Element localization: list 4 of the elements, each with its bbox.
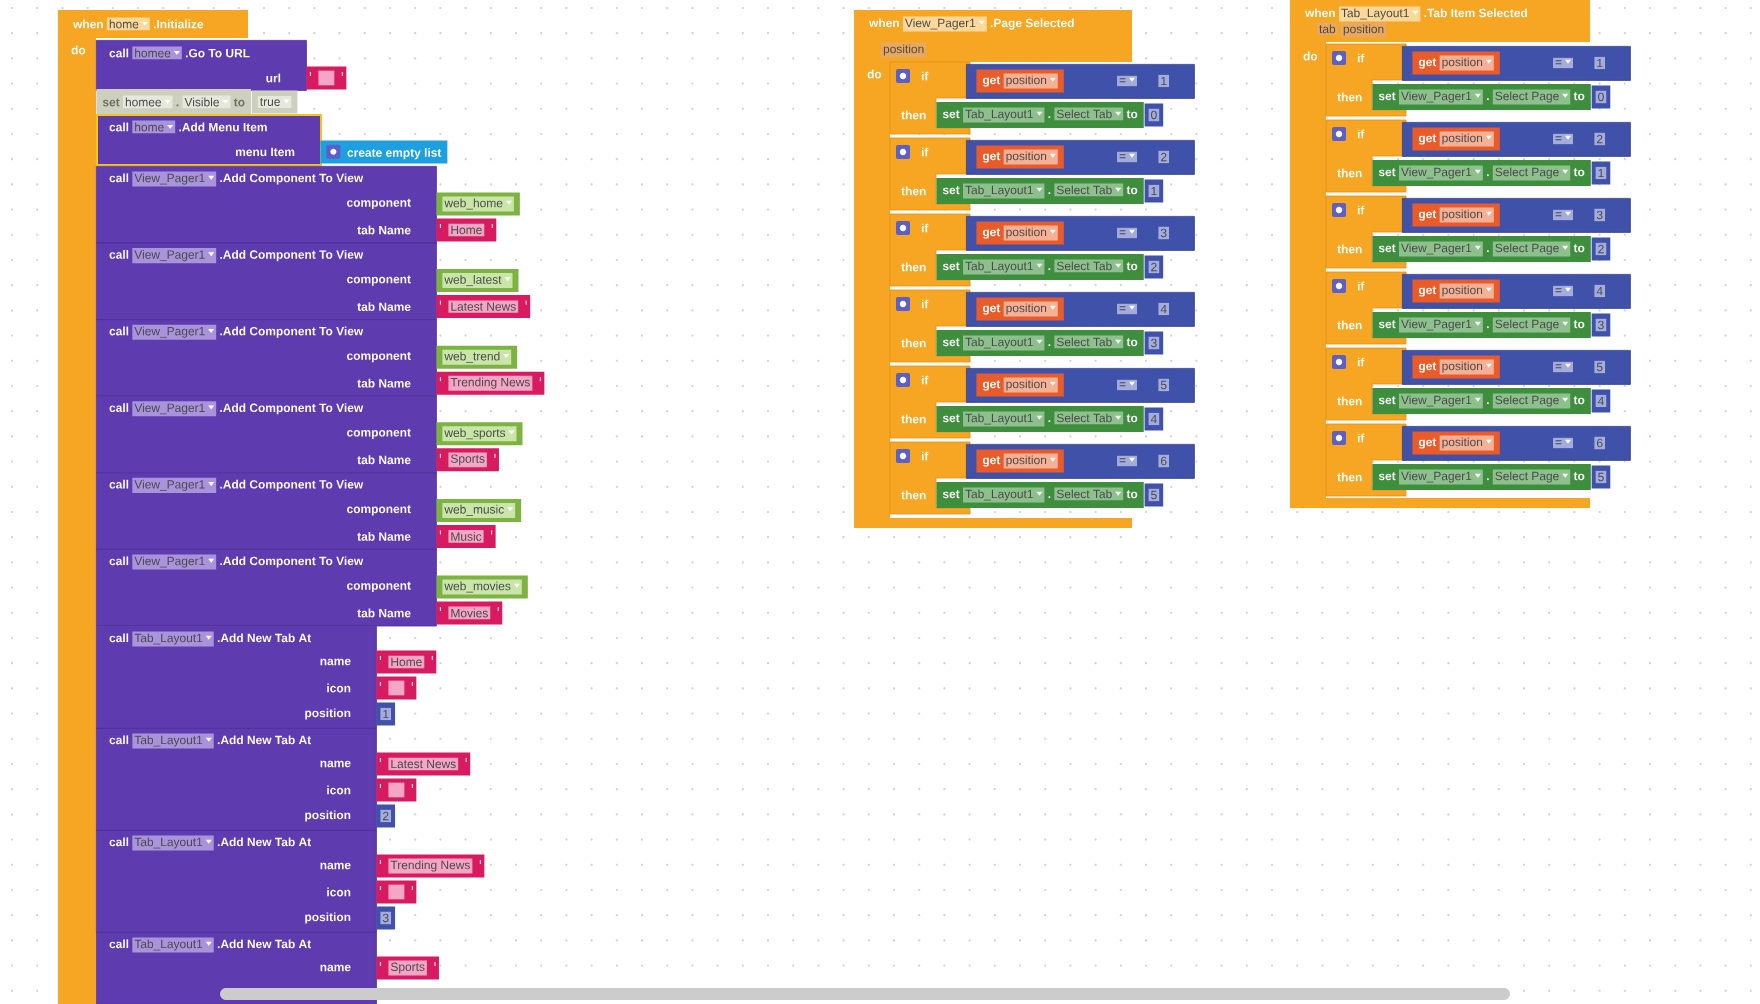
string-block bbox=[376, 778, 417, 802]
string-block bbox=[376, 676, 417, 700]
string-block bbox=[376, 880, 417, 904]
string-block bbox=[306, 66, 347, 90]
